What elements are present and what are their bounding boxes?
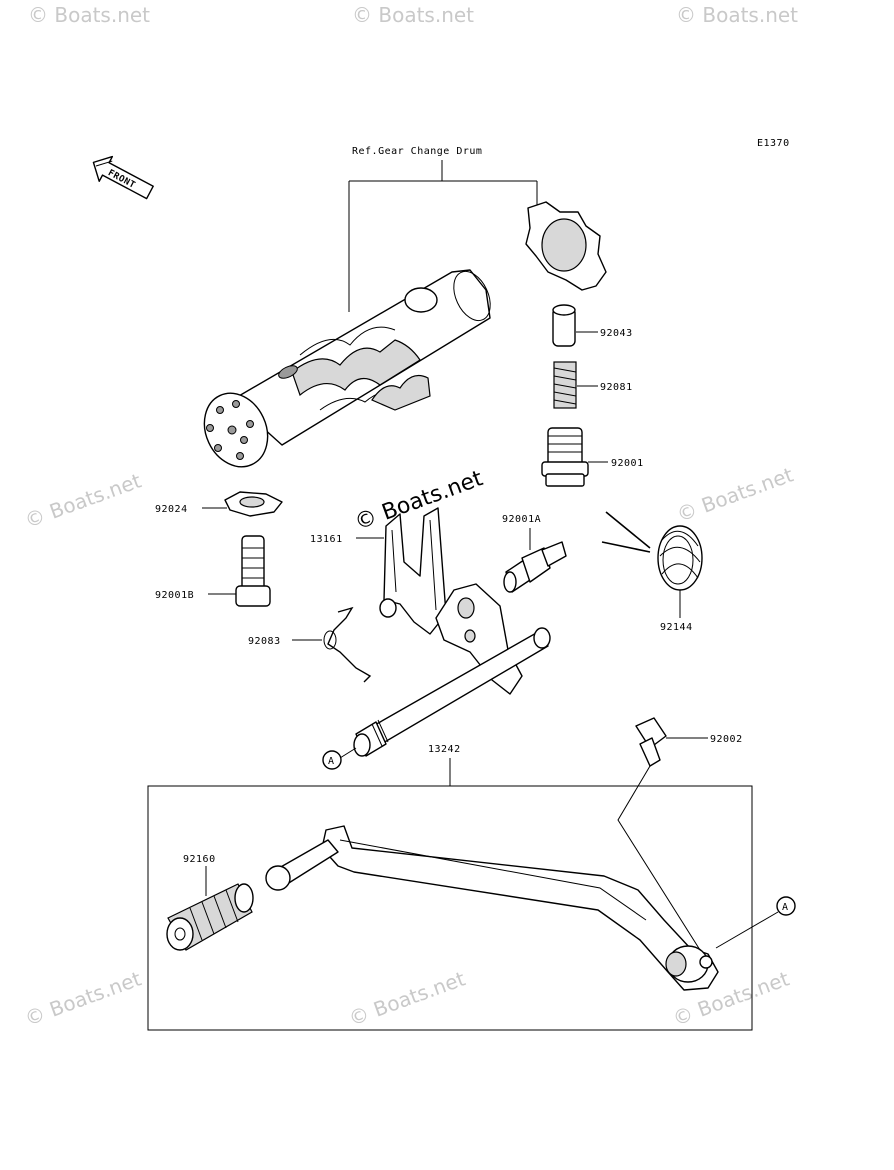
- pin-92043: 92043: [552, 304, 633, 347]
- watermark: © Boats.net: [28, 3, 150, 27]
- watermark: © Boats.net: [676, 3, 798, 27]
- watermark: © Boats.net: [22, 468, 145, 532]
- label-92001: 92001: [611, 458, 644, 469]
- spring-92144: 92144: [601, 511, 703, 633]
- label-13161: 13161: [310, 534, 343, 545]
- watermark: © Boats.net: [346, 966, 469, 1030]
- star-cam-bore: [541, 218, 587, 272]
- callout-a-shaft: A: [322, 747, 357, 770]
- label-92081: 92081: [600, 382, 633, 393]
- shift-pedal-13242: [265, 825, 719, 991]
- label-92144: 92144: [660, 622, 693, 633]
- front-arrow-icon: FRONT: [92, 155, 154, 200]
- ref-label: Ref.Gear Change Drum: [352, 146, 482, 157]
- washer-92024: 92024: [155, 491, 283, 517]
- label-92043: 92043: [600, 328, 633, 339]
- shift-shaft: [353, 583, 551, 757]
- ref-bracket: [348, 160, 538, 312]
- watermark: © Boats.net: [22, 966, 145, 1030]
- callout-a-label: A: [328, 756, 335, 767]
- rubber-92160: 92160: [166, 854, 254, 951]
- label-92001b: 92001B: [155, 590, 194, 601]
- watermark: © Boats.net: [674, 462, 797, 526]
- callout-a-label: A: [782, 902, 789, 913]
- pedal-assembly-box: [147, 785, 753, 1031]
- callout-a-pedal: A: [715, 896, 796, 949]
- label-92083: 92083: [248, 636, 281, 647]
- gear-change-drum: [203, 269, 491, 468]
- spring-92083: 92083: [248, 606, 372, 683]
- diagram-code: E1370: [757, 138, 790, 149]
- label-92002: 92002: [710, 734, 743, 745]
- bolt-92001b: 92001B: [155, 535, 271, 607]
- bolt-92001: 92001: [541, 427, 644, 487]
- bolt-92002: 92002: [617, 717, 743, 951]
- bolt-92001a: 92001A: [502, 514, 567, 593]
- shift-arm-13161: 13161: [310, 507, 447, 635]
- label-92024: 92024: [155, 504, 188, 515]
- label-92160: 92160: [183, 854, 216, 865]
- spring-92081: 92081: [553, 361, 633, 409]
- label-13242: 13242: [428, 744, 461, 755]
- watermark-center: © Boats.net: [352, 466, 487, 536]
- watermark: © Boats.net: [352, 3, 474, 27]
- label-92001a: 92001A: [502, 514, 541, 525]
